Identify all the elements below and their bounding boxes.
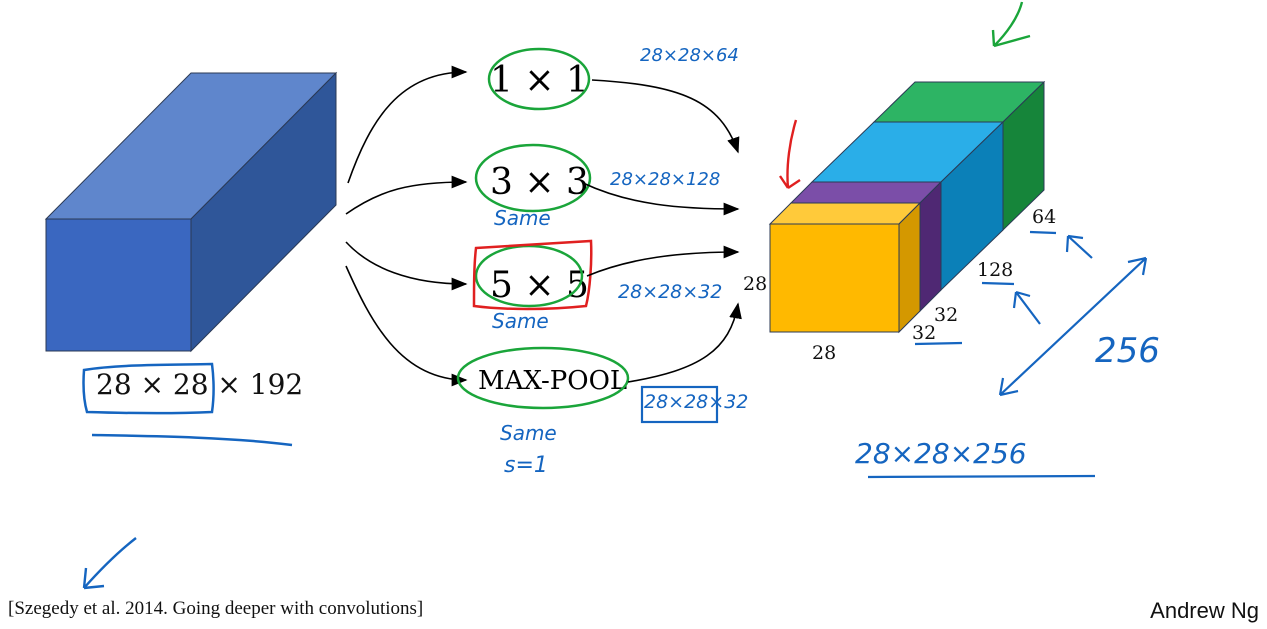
output-dims-note: 28×28×256: [855, 437, 1027, 470]
output-width-label: 28: [812, 342, 836, 364]
branch-3x3-output-note: 28×28×128: [610, 169, 720, 190]
branch-5x5-red-box: [472, 239, 593, 311]
output-total-depth-note: 256: [1095, 331, 1160, 371]
branch-1x1-output-note: 28×28×64: [640, 45, 739, 66]
total-depth-double-arrow: [998, 256, 1148, 397]
output-height-label: 28: [743, 273, 767, 295]
branch-3x3-padding-note: Same: [494, 206, 551, 230]
branch-maxpool-padding-note: Same: [500, 421, 557, 445]
input-volume-front-face: [45, 218, 192, 352]
citation: [Szegedy et al. 2014. Going deeper with …: [8, 598, 424, 619]
blue-pointer-arrow-icon: [82, 537, 137, 590]
arrow-input-to-5x5: [345, 241, 468, 291]
output-yellow-top: [768, 202, 922, 225]
input-dims-underline: [91, 433, 293, 447]
output-dims-underline: [867, 474, 1096, 479]
output-depth-annotations: [867, 230, 1148, 479]
arrow-input-to-maxpool: [345, 265, 468, 387]
underline-128: [981, 281, 1015, 286]
branch-maxpool-note-box: [640, 385, 719, 424]
input-to-branch-arrows: [345, 65, 468, 387]
arrow-1x1-to-output: [591, 79, 740, 154]
branch-maxpool-circle: [456, 346, 630, 410]
arrow-input-to-3x3: [345, 175, 468, 215]
pointer-arrow-64: [1065, 234, 1093, 259]
output-purple-top: [789, 181, 943, 204]
underline-64: [1029, 230, 1057, 235]
output-purple-side: [919, 180, 942, 313]
author-name: Andrew Ng: [1150, 598, 1259, 623]
arrow-maxpool-to-output: [627, 302, 742, 383]
arrow-3x3-to-output: [582, 182, 740, 216]
input-dims-label: 28 × 28 × 192: [96, 368, 303, 401]
branch-1x1-label: 1 × 1: [490, 60, 589, 101]
arrow-5x5-to-output: [586, 245, 740, 277]
input-volume: [44, 71, 338, 353]
branch-1x1-circle: [487, 47, 591, 111]
branch-3x3-circle: [474, 143, 592, 213]
branch-5x5-padding-note: Same: [492, 309, 549, 333]
output-depth-32-yellow-label: 32: [912, 322, 936, 344]
branch-maxpool-stride-note: s=1: [504, 453, 548, 478]
branch-maxpool-label: MAX-POOL: [478, 366, 627, 396]
red-pointer-arrow-icon: [779, 119, 801, 189]
output-depth-64-label: 64: [1032, 206, 1056, 228]
branch-5x5-output-note: 28×28×32: [618, 281, 722, 303]
branch-to-output-arrows: [582, 79, 742, 383]
input-dims-highlight-box: [82, 362, 215, 415]
branch-5x5-label: 5 × 5: [490, 265, 589, 306]
output-depth-128-label: 128: [977, 259, 1013, 281]
arrow-input-to-1x1: [347, 65, 468, 184]
underline-32: [914, 341, 963, 346]
branch-3x3-label: 3 × 3: [490, 162, 589, 203]
pointer-arrow-128: [1012, 290, 1041, 325]
output-yellow-side: [898, 201, 921, 334]
output-volume: [768, 80, 1046, 334]
output-yellow-front: [769, 223, 900, 333]
branch-maxpool-output-note: 28×28×32: [644, 391, 748, 413]
output-depth-32-purple-label: 32: [934, 304, 958, 326]
green-pointer-arrow-icon: [991, 1, 1031, 48]
